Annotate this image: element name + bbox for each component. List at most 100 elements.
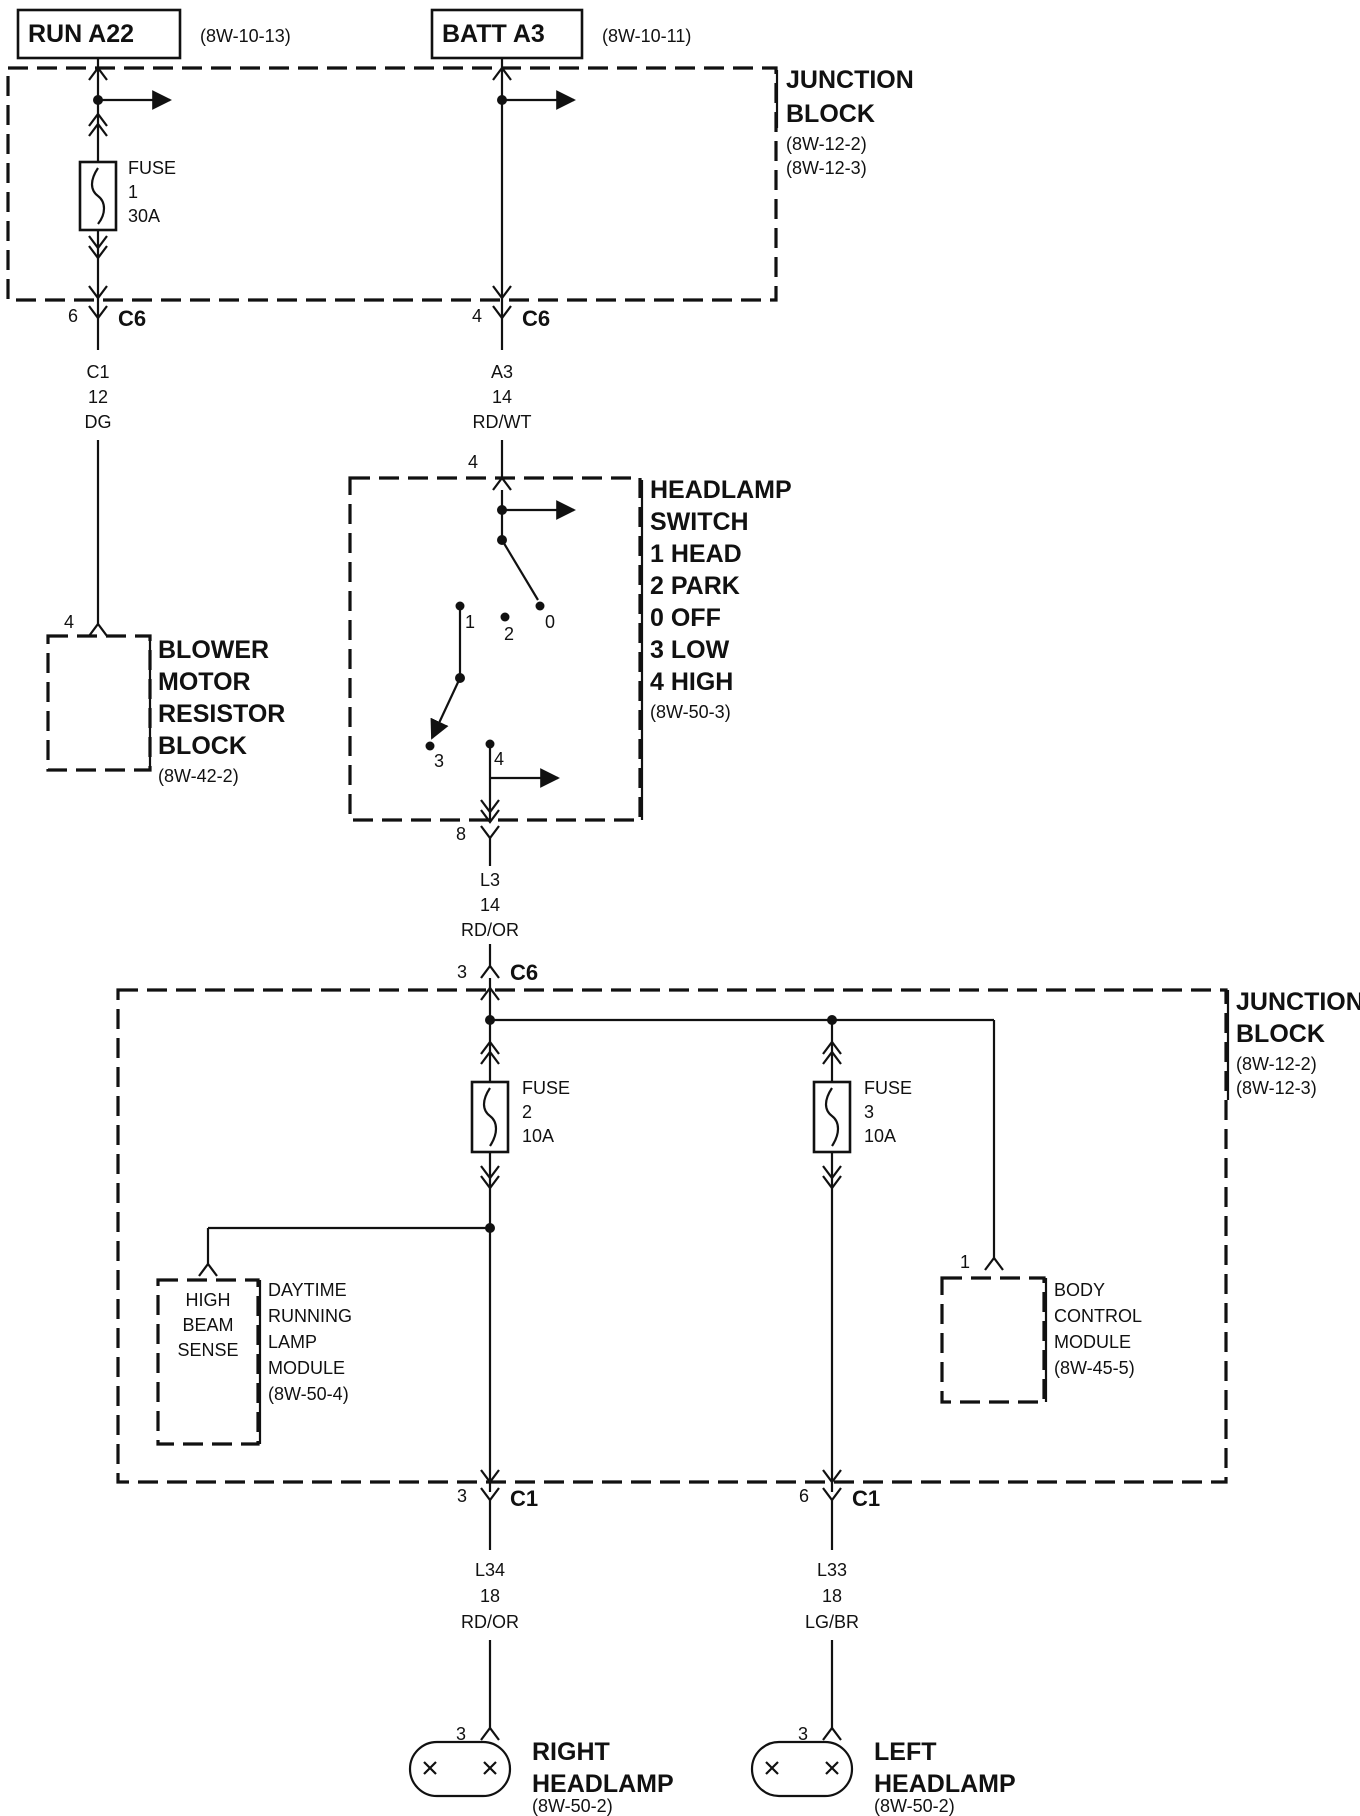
svg-text:1 HEAD: 1 HEAD: [650, 540, 742, 568]
wire-a3-label: A3 14 RD/WT: [473, 362, 532, 432]
svg-text:FUSE: FUSE: [522, 1078, 570, 1098]
wire-l34-label: L34 18 RD/OR: [461, 1560, 519, 1632]
svg-text:DG: DG: [85, 412, 112, 432]
svg-text:JUNCTION: JUNCTION: [1236, 988, 1360, 1016]
batt-a3-wire-path: [492, 58, 576, 316]
svg-text:8: 8: [456, 824, 466, 844]
svg-text:6: 6: [68, 306, 78, 326]
switch-pos-4: 4: [494, 749, 504, 769]
svg-text:MODULE: MODULE: [268, 1358, 345, 1378]
svg-text:C6: C6: [118, 306, 146, 331]
run-a22-wire-path: [88, 58, 172, 316]
c1-connector-left-headlamp: 6 C1: [799, 1486, 880, 1511]
svg-text:4: 4: [472, 306, 482, 326]
batt-a3-source: BATT A3 (8W-10-11): [430, 8, 691, 60]
svg-text:C6: C6: [510, 960, 538, 985]
svg-text:(8W-12-3): (8W-12-3): [1236, 1078, 1317, 1098]
svg-text:LG/BR: LG/BR: [805, 1612, 859, 1632]
left-headlamp: 3 LEFT HEADLAMP (8W-50-2): [750, 1724, 1016, 1816]
c6-connector-bottom: 3 C6: [457, 960, 538, 985]
svg-text:(8W-12-2): (8W-12-2): [1236, 1054, 1317, 1074]
svg-text:1: 1: [128, 182, 138, 202]
svg-text:3: 3: [864, 1102, 874, 1122]
svg-text:LEFT: LEFT: [874, 1738, 937, 1766]
fuse-2: FUSE 2 10A: [470, 1078, 570, 1154]
svg-text:SENSE: SENSE: [177, 1340, 238, 1360]
svg-text:LAMP: LAMP: [268, 1332, 317, 1352]
svg-text:(8W-50-2): (8W-50-2): [874, 1796, 955, 1816]
svg-text:A3: A3: [491, 362, 513, 382]
run-a22-source: RUN A22 (8W-10-13): [16, 8, 291, 60]
svg-text:SWITCH: SWITCH: [650, 508, 749, 536]
svg-text:C1: C1: [852, 1486, 880, 1511]
batt-a3-label: BATT A3: [442, 20, 545, 48]
svg-text:HEADLAMP: HEADLAMP: [532, 1770, 674, 1798]
svg-text:10A: 10A: [864, 1126, 896, 1146]
svg-text:L3: L3: [480, 870, 500, 890]
svg-text:RD/WT: RD/WT: [473, 412, 532, 432]
junction-bus: [480, 978, 996, 1260]
body-control-module: 1 BODY CONTROL MODULE (8W-45-5): [940, 1252, 1142, 1404]
svg-text:12: 12: [88, 387, 108, 407]
svg-text:MODULE: MODULE: [1054, 1332, 1131, 1352]
headlamp-switch: 4 1 2 0 3 4 HEADLAMP SWITCH 1 HEAD 2 PAR…: [348, 452, 792, 844]
c1-connector-right-headlamp: 3 C1: [457, 1486, 538, 1511]
svg-text:4: 4: [468, 452, 478, 472]
wire-l3-label: L3 14 RD/OR: [461, 870, 519, 940]
svg-text:30A: 30A: [128, 206, 160, 226]
svg-text:(8W-42-2): (8W-42-2): [158, 766, 239, 786]
svg-text:6: 6: [799, 1486, 809, 1506]
svg-text:(8W-50-2): (8W-50-2): [532, 1796, 613, 1816]
switch-pos-3: 3: [434, 751, 444, 771]
svg-text:RIGHT: RIGHT: [532, 1738, 610, 1766]
svg-text:3 LOW: 3 LOW: [650, 636, 730, 664]
svg-text:BLOCK: BLOCK: [158, 732, 247, 760]
svg-text:3: 3: [457, 1486, 467, 1506]
svg-text:HEADLAMP: HEADLAMP: [650, 476, 792, 504]
svg-text:RUNNING: RUNNING: [268, 1306, 352, 1326]
svg-text:DAYTIME: DAYTIME: [268, 1280, 347, 1300]
svg-text:BEAM: BEAM: [182, 1315, 233, 1335]
svg-text:BLOCK: BLOCK: [786, 100, 875, 128]
svg-text:3: 3: [457, 962, 467, 982]
svg-text:HIGH: HIGH: [186, 1290, 231, 1310]
svg-text:2: 2: [522, 1102, 532, 1122]
drl-module: HIGH BEAM SENSE DAYTIME RUNNING LAMP MOD…: [156, 1262, 352, 1446]
batt-a3-ref: (8W-10-11): [602, 26, 691, 46]
junction-lower-wires: [206, 1152, 842, 1492]
svg-text:4 HIGH: 4 HIGH: [650, 668, 733, 696]
svg-text:3: 3: [456, 1724, 466, 1744]
c6-connector-left: 6 C6: [68, 305, 146, 331]
svg-text:RD/OR: RD/OR: [461, 1612, 519, 1632]
run-a22-ref: (8W-10-13): [200, 26, 291, 46]
fuse-3: FUSE 3 10A: [812, 1078, 912, 1154]
svg-text:HEADLAMP: HEADLAMP: [874, 1770, 1016, 1798]
switch-pos-1: 1: [465, 612, 475, 632]
svg-text:L33: L33: [817, 1560, 847, 1580]
wire-l33-label: L33 18 LG/BR: [805, 1560, 859, 1632]
fuse-1: FUSE 1 30A: [78, 158, 176, 232]
junction-block-bottom-label: JUNCTION BLOCK (8W-12-2) (8W-12-3): [1226, 988, 1360, 1100]
svg-text:(8W-50-3): (8W-50-3): [650, 702, 731, 722]
svg-text:10A: 10A: [522, 1126, 554, 1146]
svg-text:BLOWER: BLOWER: [158, 636, 269, 664]
svg-text:C1: C1: [86, 362, 109, 382]
svg-text:L34: L34: [475, 1560, 505, 1580]
right-headlamp: 3 RIGHT HEADLAMP (8W-50-2): [408, 1724, 674, 1816]
svg-text:C1: C1: [510, 1486, 538, 1511]
svg-text:1: 1: [960, 1252, 970, 1272]
svg-text:BODY: BODY: [1054, 1280, 1105, 1300]
run-a22-label: RUN A22: [28, 20, 134, 48]
svg-text:CONTROL: CONTROL: [1054, 1306, 1142, 1326]
wire-c1-label: C1 12 DG: [85, 362, 112, 432]
svg-text:18: 18: [480, 1586, 500, 1606]
svg-text:FUSE: FUSE: [128, 158, 176, 178]
c6-connector-right: 4 C6: [472, 305, 550, 331]
svg-text:0 OFF: 0 OFF: [650, 604, 721, 632]
blower-motor-resistor-block: 4 BLOWER MOTOR RESISTOR BLOCK (8W-42-2): [46, 612, 285, 786]
svg-text:14: 14: [480, 895, 500, 915]
svg-text:C6: C6: [522, 306, 550, 331]
switch-pos-0: 0: [545, 612, 555, 632]
svg-text:14: 14: [492, 387, 512, 407]
